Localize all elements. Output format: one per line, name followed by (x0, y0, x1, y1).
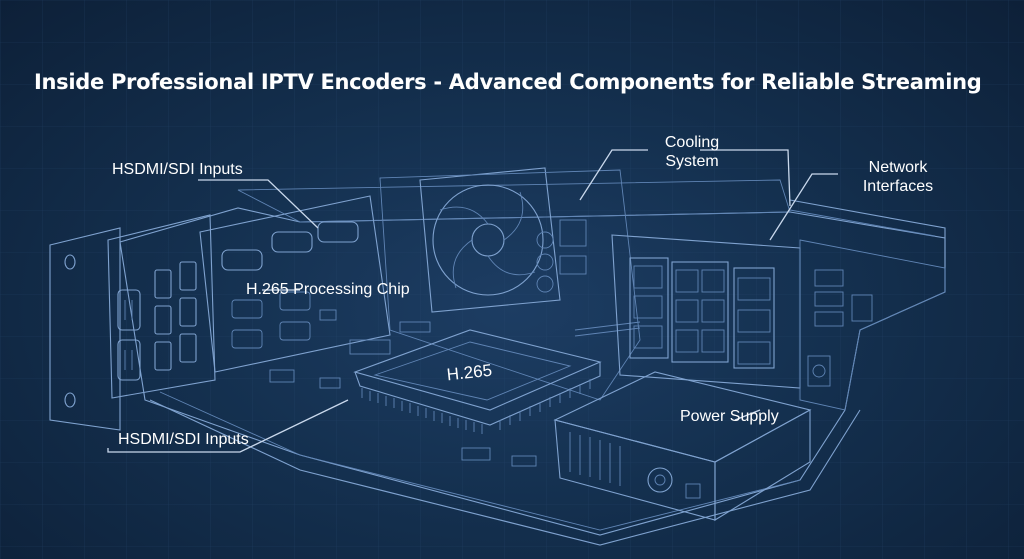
power-supply-unit (553, 371, 812, 521)
label-cooling-line1: Cooling (664, 134, 720, 151)
page-title: Inside Professional IPTV Encoders - Adva… (34, 70, 982, 94)
label-processing-chip: H.265 Processing Chip (246, 281, 410, 298)
label-power-supply: Power Supply (680, 408, 779, 425)
label-inputs-top: HSDMI/SDI Inputs (112, 161, 243, 178)
label-cooling-line2: System (665, 153, 719, 170)
label-network-interfaces: Network Interfaces (848, 158, 948, 196)
ethernet-port-icon (633, 265, 771, 365)
label-network-line1: Network (868, 159, 928, 176)
hdmi-port-icon (154, 261, 197, 371)
chip-marking: H.265 (446, 361, 493, 385)
callout-lines (107, 149, 838, 453)
motherboard (269, 169, 641, 467)
rear-panel (799, 239, 946, 411)
serial-port-icon (117, 289, 141, 381)
processing-chip: H.265 (353, 329, 602, 434)
label-inputs-bottom: HSDMI/SDI Inputs (118, 431, 249, 448)
label-cooling-system: Cooling System (652, 133, 732, 171)
input-board (199, 195, 391, 373)
power-connector-icon (807, 355, 831, 387)
fan-icon (419, 167, 561, 313)
front-panel (49, 214, 216, 431)
label-network-line2: Interfaces (862, 178, 934, 195)
